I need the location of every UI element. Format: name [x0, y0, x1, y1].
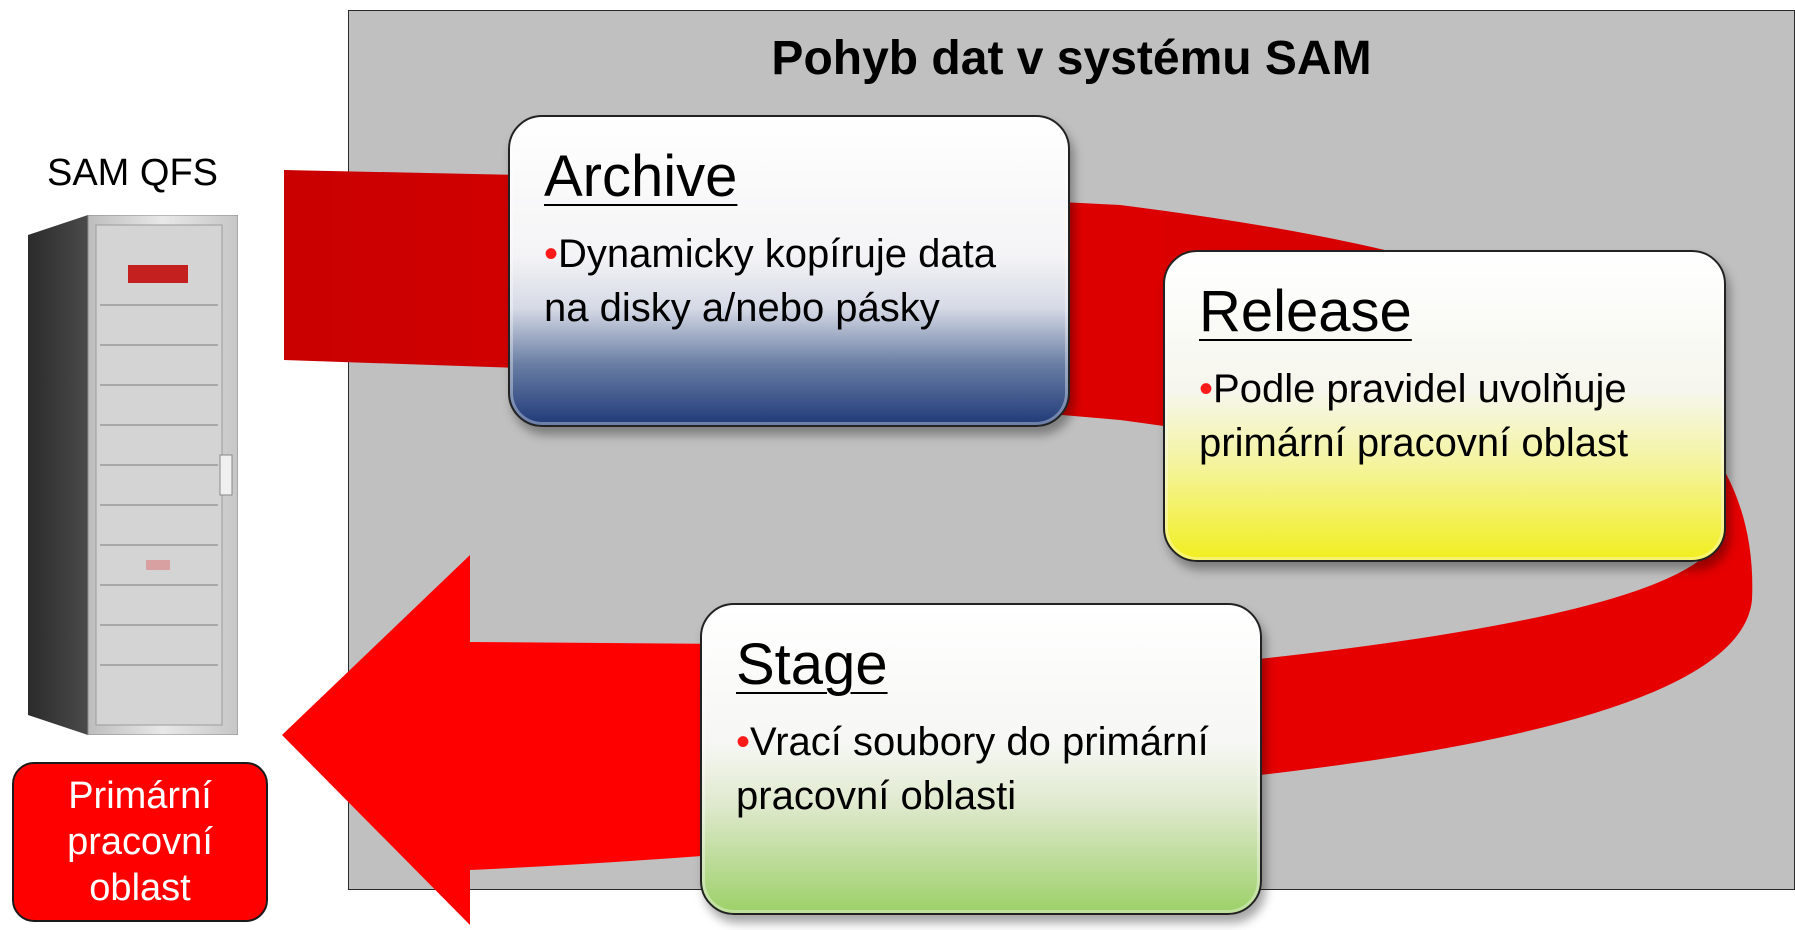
release-description: •Podle pravidel uvolňuje primární pracov…	[1199, 362, 1690, 470]
release-card: Release •Podle pravidel uvolňuje primárn…	[1163, 250, 1726, 562]
stage-text: Vrací soubory do primární pracovní oblas…	[736, 720, 1209, 818]
server-label: SAM QFS	[46, 152, 219, 194]
stage-title: Stage	[736, 632, 888, 697]
stage-bullet: •	[736, 720, 751, 764]
archive-text: Dynamicky kopíruje data na disky a/nebo …	[544, 232, 996, 330]
diagram-title: Pohyb dat v systému SAM	[771, 32, 1372, 85]
release-title: Release	[1199, 279, 1412, 344]
primary-work-area-box: Primární pracovní oblast	[12, 762, 268, 922]
server-rack-icon	[28, 215, 238, 735]
release-flow-band	[1250, 340, 1753, 775]
archive-bullet: •	[544, 232, 559, 276]
archive-title: Archive	[544, 144, 738, 209]
stage-card: Stage •Vrací soubory do primární pracovn…	[700, 603, 1262, 915]
stage-description: •Vrací soubory do primární pracovní obla…	[736, 715, 1226, 823]
release-bullet: •	[1199, 367, 1214, 411]
archive-description: •Dynamicky kopíruje data na disky a/nebo…	[544, 227, 1034, 335]
release-text: Podle pravidel uvolňuje primární pracovn…	[1199, 367, 1629, 465]
archive-card: Archive •Dynamicky kopíruje data na disk…	[508, 115, 1070, 427]
